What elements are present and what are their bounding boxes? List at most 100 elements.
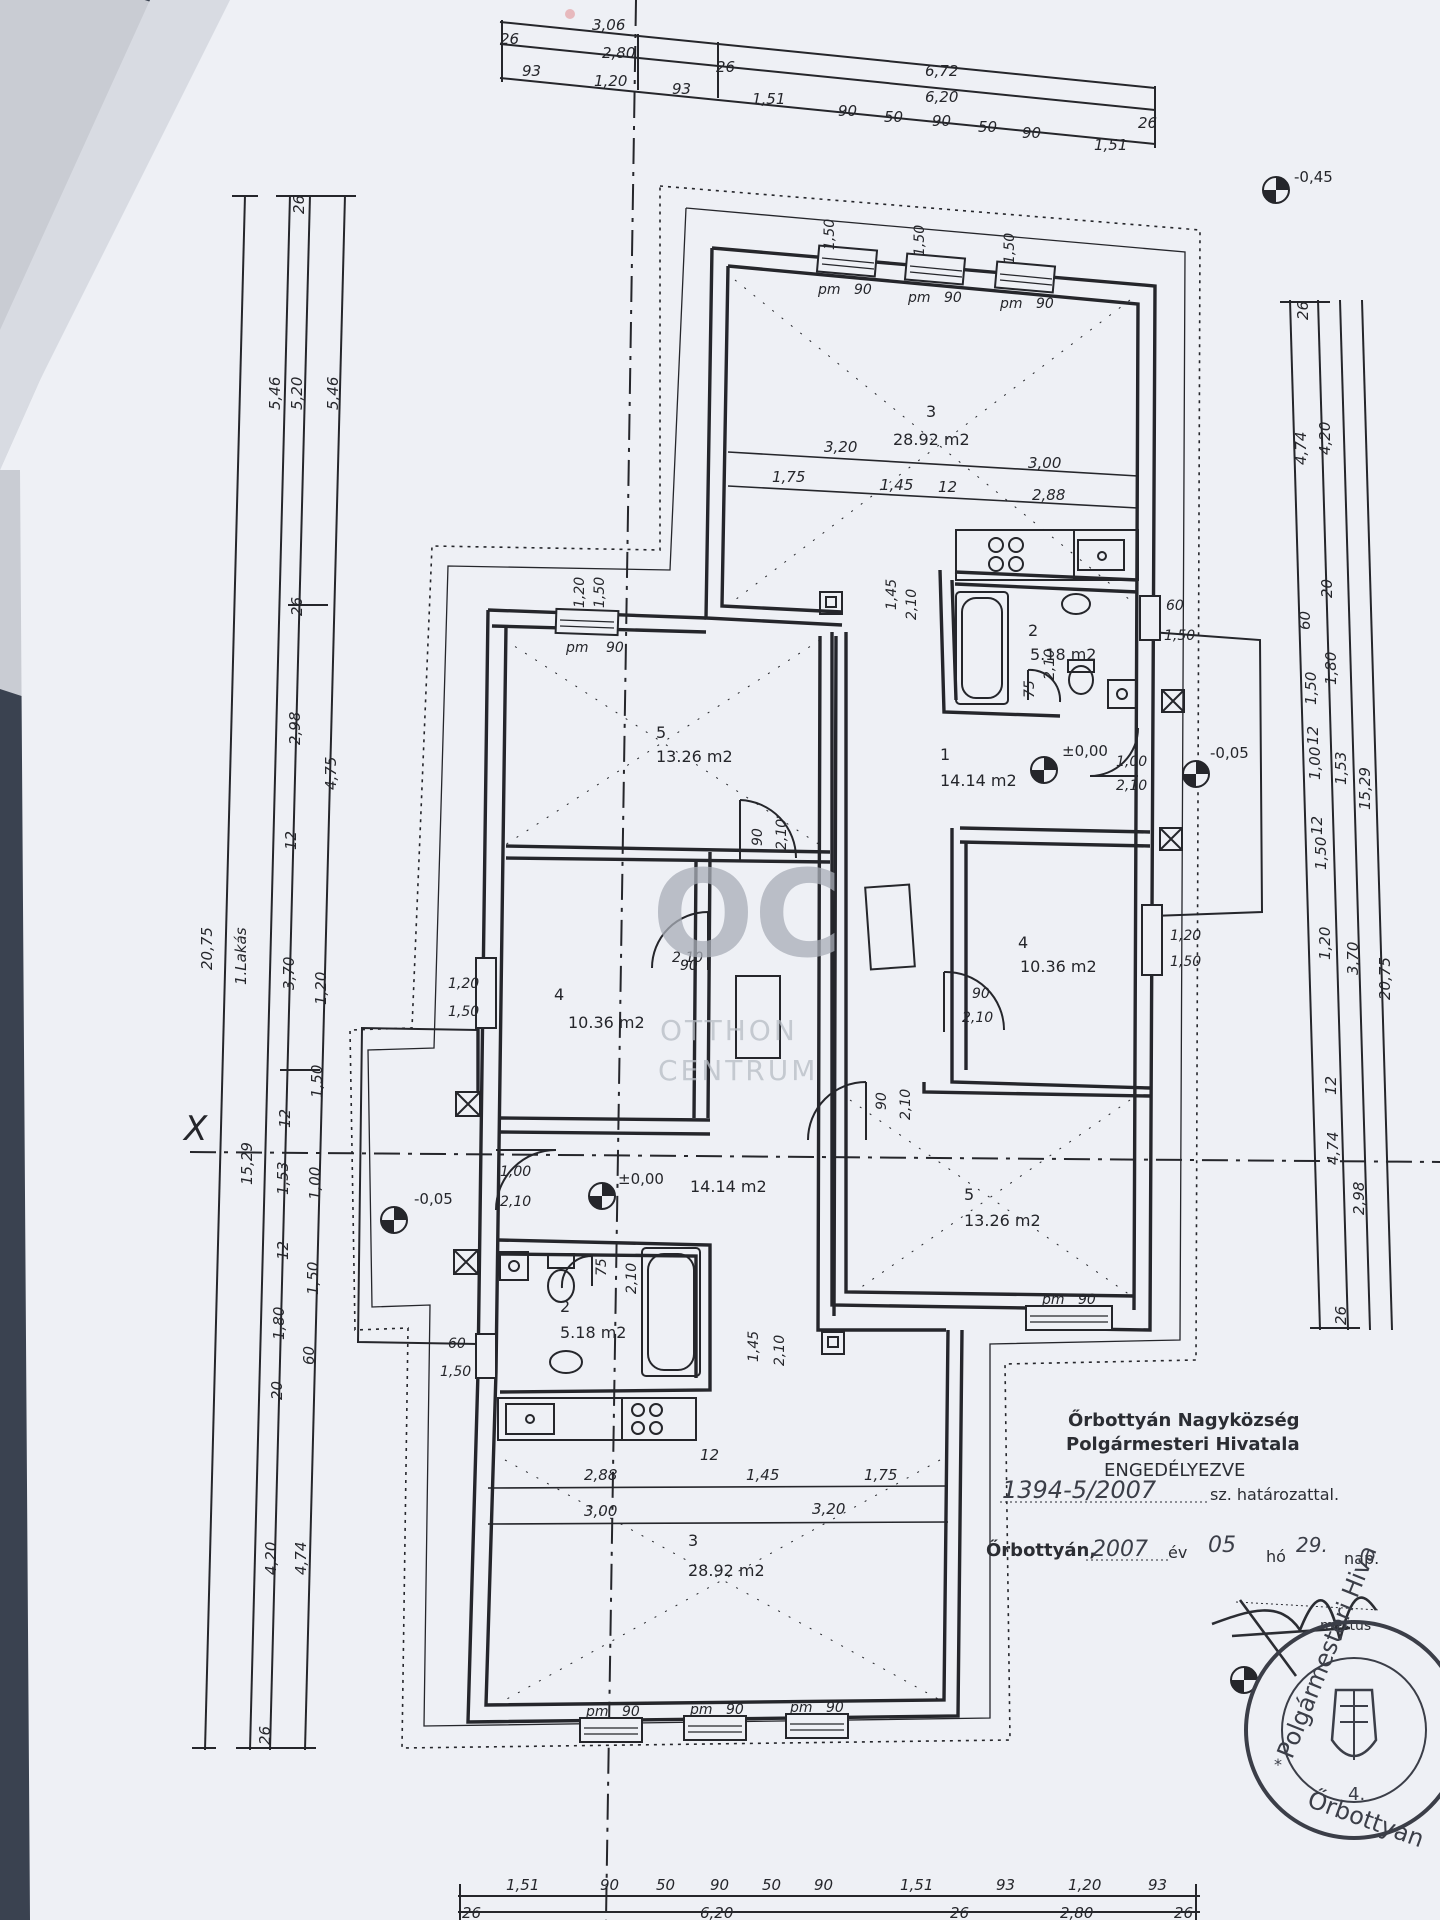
dim-left-23: 4,20 bbox=[262, 1542, 280, 1575]
window-label-8: pm bbox=[789, 1700, 813, 1716]
dim-top-17: 26 bbox=[1138, 114, 1157, 132]
room-right-5-num: 5 bbox=[964, 1185, 974, 1204]
r3-dim-left-6: 3,20 bbox=[812, 1500, 845, 1518]
left-dimension-lines bbox=[192, 194, 356, 1751]
window-label-3: pm bbox=[999, 296, 1023, 312]
window-height-2: 1,50 bbox=[912, 225, 928, 256]
dim-bottom-3: 50 bbox=[656, 1876, 675, 1894]
room-left-3-area: 28.92 m2 bbox=[688, 1561, 765, 1580]
signature-scribble bbox=[1211, 1596, 1378, 1677]
door-height-4: 2,10 bbox=[898, 1089, 914, 1120]
stamp-place: Őrbottyán, bbox=[986, 1539, 1096, 1561]
stamp-resolution: sz. határozattal. bbox=[1210, 1485, 1339, 1504]
r3-dim-left-2: 12 bbox=[700, 1446, 719, 1464]
seal-star: * bbox=[1274, 1755, 1282, 1774]
room-right-3-area: 28.92 m2 bbox=[893, 430, 970, 449]
dim-top-6: 6,20 bbox=[925, 88, 958, 106]
dim-bottom-15: 26 bbox=[1174, 1904, 1193, 1920]
dim-right-15: 3,70 bbox=[1344, 942, 1362, 975]
room-left-2-area: 5.18 m2 bbox=[560, 1323, 626, 1342]
dim-right-9: 1,00 bbox=[1306, 747, 1324, 780]
top-dimension-labels: 3,06 6,72 26 2,80 26 6,20 93 1,20 93 1,5… bbox=[500, 16, 1157, 154]
watermark-logo: OC bbox=[652, 846, 842, 985]
level-labels: ±0,00 -0,05 -0,45 ±0,00 -0,05 bbox=[414, 168, 1333, 1208]
dim-top-3: 26 bbox=[500, 30, 519, 48]
r3-dim-right-5: 12 bbox=[938, 478, 957, 496]
stray-mark bbox=[565, 9, 575, 19]
door-width-4: 90 bbox=[874, 1092, 890, 1110]
dim-right-2: 4,74 bbox=[1292, 432, 1310, 465]
dim-bottom-10: 93 bbox=[1148, 1876, 1167, 1894]
dim-right-5: 60 bbox=[1296, 611, 1314, 630]
level-marker-3 bbox=[1262, 176, 1290, 204]
r3-dim-left-3: 1,45 bbox=[746, 1466, 779, 1484]
door-height-2: 2,10 bbox=[672, 950, 703, 966]
room-right-4-num: 4 bbox=[1018, 933, 1028, 952]
paper-shadow bbox=[0, 0, 230, 470]
dim-right-19: 2,98 bbox=[1350, 1182, 1368, 1215]
dim-right-6: 1,80 bbox=[1322, 652, 1340, 685]
dim-top-14: 50 bbox=[978, 118, 997, 136]
dim-bottom-2: 90 bbox=[600, 1876, 619, 1894]
dim-left-13: 1,20 bbox=[312, 972, 330, 1005]
r3-dim-right-3: 1,75 bbox=[772, 468, 805, 486]
dim-bottom-12: 6,20 bbox=[700, 1904, 733, 1920]
left-dimension-labels: 20,75 1.Lakás 15,29 5,46 5,20 5,46 26 26… bbox=[198, 195, 342, 1745]
dim-bottom-7: 1,51 bbox=[900, 1876, 933, 1894]
stamp-line1: Őrbottyán Nagyközség bbox=[1068, 1409, 1300, 1431]
room-right-3-num: 3 bbox=[926, 402, 936, 421]
window-side-8: 1,50 bbox=[440, 1364, 471, 1380]
right-dimension-labels: 26 4,74 4,20 20 60 1,80 1,50 12 1,00 1,5… bbox=[1292, 301, 1394, 1325]
room3-dimension-labels: 3,20 3,00 1,75 1,45 12 2,88 2,88 12 1,45… bbox=[584, 438, 1065, 1520]
window-label-6: pm bbox=[585, 1704, 609, 1720]
window-width-7: 90 bbox=[726, 1702, 744, 1718]
fixtures-left bbox=[497, 975, 781, 1441]
level-label-2: -0,05 bbox=[1210, 744, 1249, 762]
dim-bottom-6: 90 bbox=[814, 1876, 833, 1894]
dim-bottom-4: 90 bbox=[710, 1876, 729, 1894]
window-width-6: 90 bbox=[622, 1704, 640, 1720]
window-side-6: 1,50 bbox=[448, 1004, 479, 1020]
dim-right-17: 12 bbox=[1322, 1076, 1340, 1095]
dim-right-16: 20,75 bbox=[1376, 957, 1394, 1000]
r3-dim-right-4: 1,45 bbox=[880, 476, 913, 494]
door-width-9: 75 bbox=[1022, 680, 1038, 698]
dim-left-7: 26 bbox=[290, 195, 308, 214]
dim-left-10: 4,75 bbox=[322, 757, 340, 790]
door-width-7: 1,45 bbox=[884, 579, 900, 610]
room-right-1-area: 14.14 m2 bbox=[940, 771, 1017, 790]
dim-top-9: 93 bbox=[672, 80, 691, 98]
dim-left-22: 20 bbox=[268, 1381, 286, 1400]
window-height-1: 1,50 bbox=[822, 219, 838, 250]
window-label-7: pm bbox=[689, 1702, 713, 1718]
r3-dim-right-1: 3,20 bbox=[824, 438, 857, 456]
site-boundary bbox=[349, 185, 1201, 1749]
stamp-day: 29. bbox=[1296, 1533, 1328, 1557]
vertical-axis-line bbox=[605, 0, 637, 1920]
bottom-dimension-labels: 1,51 90 50 90 50 90 1,51 93 1,20 93 26 6… bbox=[462, 1876, 1193, 1920]
dim-right-1: 26 bbox=[1294, 301, 1312, 320]
level-label-1: ±0,00 bbox=[1062, 742, 1108, 760]
window-label-5: pm bbox=[1041, 1292, 1065, 1308]
dim-top-1: 3,06 bbox=[592, 16, 625, 34]
dim-right-12: 15,29 bbox=[1356, 767, 1374, 810]
dim-top-12: 50 bbox=[884, 108, 903, 126]
level-label-5: -0,05 bbox=[414, 1190, 453, 1208]
chimneys bbox=[453, 591, 1185, 1355]
dim-left-5: 5,20 bbox=[288, 377, 306, 410]
room-right-1-num: 1 bbox=[940, 745, 950, 764]
dim-left-12: 3,70 bbox=[280, 957, 298, 990]
dim-top-16: 1,51 bbox=[1094, 136, 1127, 154]
window-glazing-lines bbox=[559, 257, 1108, 1735]
right-dimension-lines bbox=[1280, 299, 1393, 1331]
dim-bottom-5: 50 bbox=[762, 1876, 781, 1894]
top-dimension-lines bbox=[499, 20, 1156, 148]
window-width-8: 90 bbox=[826, 1700, 844, 1716]
stamp-month-suffix: hó bbox=[1266, 1547, 1286, 1566]
coat-of-arms-icon bbox=[1330, 1688, 1378, 1758]
dim-right-8: 12 bbox=[1304, 726, 1322, 745]
room-right-2-area: 5.18 m2 bbox=[1030, 645, 1096, 664]
room-dimension-lines bbox=[487, 451, 1139, 1525]
room-labels-right: 3 28.92 m2 2 5.18 m2 1 14.14 m2 4 10.36 … bbox=[893, 402, 1097, 1230]
